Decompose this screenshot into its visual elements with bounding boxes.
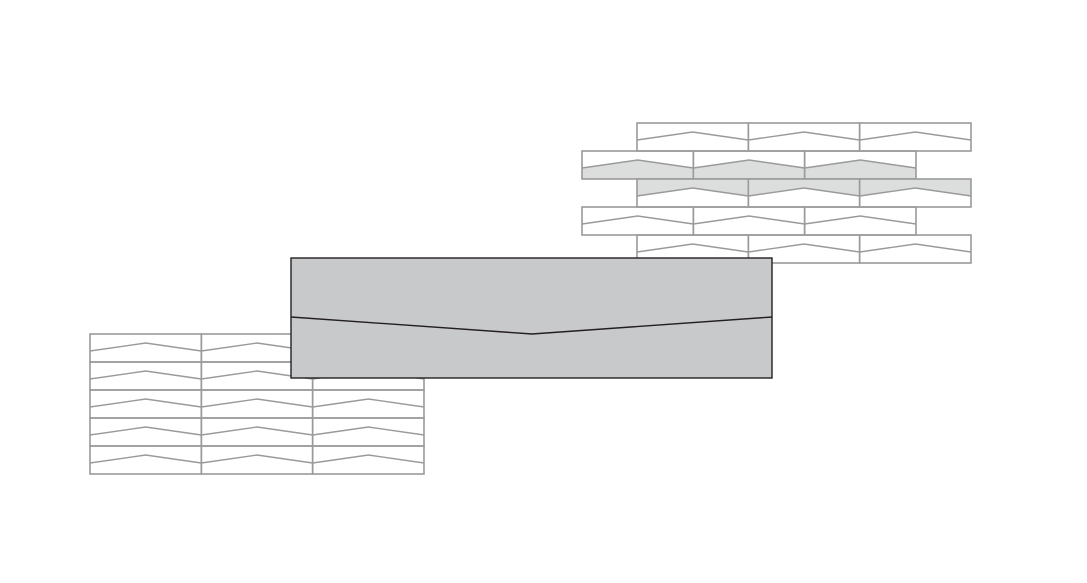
chevron-line <box>89 426 202 436</box>
chevron-line <box>312 454 425 464</box>
chevron-line <box>312 398 425 408</box>
chevron-line <box>636 187 749 197</box>
chevron-line <box>748 187 860 197</box>
chevron-line <box>804 159 917 169</box>
chevron-line <box>581 215 694 225</box>
block-rectangle <box>290 257 773 379</box>
block-chevron-line <box>290 316 773 335</box>
chevron-line <box>89 398 202 408</box>
chevron-line <box>89 370 202 380</box>
brick <box>858 234 972 264</box>
chevron-line <box>859 187 972 197</box>
shaded-region <box>693 160 805 179</box>
chevron-line <box>581 159 694 169</box>
chevron-line <box>201 454 313 464</box>
chevron-line <box>859 131 972 141</box>
chevron-line <box>859 243 972 253</box>
chevron-line <box>693 159 805 169</box>
chevron-line <box>201 398 313 408</box>
chevron-line <box>201 426 313 436</box>
chevron-line <box>804 215 917 225</box>
offset-brick-pattern-top-right <box>581 122 972 264</box>
shaded-region <box>582 160 694 179</box>
chevron-line <box>89 454 202 464</box>
chevron-line <box>636 131 749 141</box>
chevron-line <box>693 215 805 225</box>
shaded-region <box>804 160 916 179</box>
chevron-line <box>636 243 749 253</box>
enlarged-brick-detail <box>290 257 773 379</box>
chevron-line <box>748 131 860 141</box>
chevron-line <box>312 426 425 436</box>
chevron-line <box>748 243 860 253</box>
chevron-line <box>89 342 202 352</box>
brick <box>311 445 425 475</box>
